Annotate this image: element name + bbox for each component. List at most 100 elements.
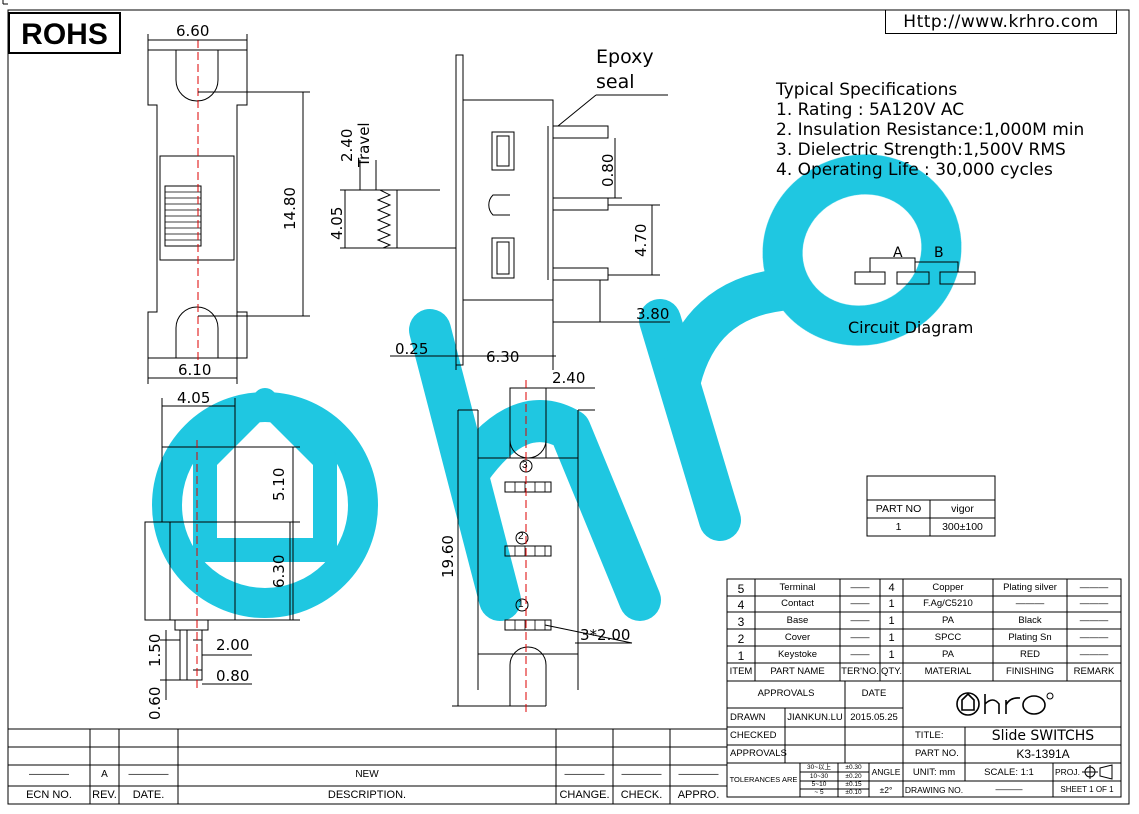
rev-header-appro: APPRO. bbox=[677, 789, 720, 801]
spec-item-3: 3. Dielectric Strength:1,500V RMS bbox=[776, 140, 1066, 160]
dim-4-05-b: 4.05 bbox=[177, 389, 211, 407]
tol-value-4: ±0.10 bbox=[845, 789, 862, 796]
dim-5-10: 5.10 bbox=[270, 467, 288, 501]
bom-item-5: 5 bbox=[737, 582, 745, 596]
bottom-view bbox=[452, 380, 633, 712]
bom-item-4: 4 bbox=[737, 598, 745, 612]
terminal-number-1: 1 bbox=[518, 599, 524, 610]
dim-0-80-b: 0.80 bbox=[216, 667, 250, 685]
bom-remark-2: ——— bbox=[1079, 632, 1109, 643]
dim-6-60: 6.60 bbox=[176, 22, 210, 40]
force-row-vigor: 300±100 bbox=[942, 521, 983, 533]
drawing-no-label: DRAWING NO. bbox=[904, 785, 964, 795]
travel-label: Travel bbox=[355, 122, 373, 167]
scale-label: SCALE: 1:1 bbox=[984, 767, 1034, 778]
bom-item-2: 2 bbox=[737, 632, 745, 646]
rev-header-ecn: ECN NO. bbox=[26, 789, 72, 801]
dim-1-50: 1.50 bbox=[146, 633, 164, 667]
circuit-caption: Circuit Diagram bbox=[848, 318, 974, 337]
spec-item-4: 4. Operating Life : 30,000 cycles bbox=[776, 160, 1053, 180]
bom-ter-5: —— bbox=[850, 582, 870, 593]
rohs-badge: ROHS bbox=[8, 12, 121, 54]
bom-remark-5: ——— bbox=[1079, 582, 1109, 593]
bom-finishing-4: ——— bbox=[1015, 598, 1045, 609]
title-label: TITLE: bbox=[915, 730, 944, 741]
rev-header-rev: REV. bbox=[92, 789, 117, 801]
bom-qty-3: 1 bbox=[888, 615, 895, 627]
circuit-diagram bbox=[854, 257, 976, 285]
drawn-label: DRAWN bbox=[730, 712, 766, 723]
angle-label: ANGLE bbox=[871, 767, 901, 777]
bom-ter-2: —— bbox=[850, 632, 870, 643]
bom-qty-5: 4 bbox=[888, 582, 895, 594]
website-url: Http://www.krhro.com bbox=[885, 10, 1117, 34]
bom-material-1: PA bbox=[942, 649, 954, 660]
circuit-label-a: A bbox=[893, 245, 903, 261]
bom-name-3: Base bbox=[786, 615, 809, 626]
dim-0-25: 0.25 bbox=[395, 340, 429, 358]
tol-range-4: ~ 5 bbox=[814, 789, 824, 796]
unit-label: UNIT: mm bbox=[912, 767, 956, 778]
bom-ter-1: —— bbox=[850, 649, 870, 660]
dim-0-60: 0.60 bbox=[146, 686, 164, 720]
proj-label: PROJ. bbox=[1055, 767, 1081, 777]
force-row-part: 1 bbox=[895, 521, 902, 533]
dim-3-80: 3.80 bbox=[636, 305, 670, 323]
proj-symbol-icon bbox=[1082, 764, 1113, 780]
angle-value: ±2° bbox=[879, 785, 893, 795]
drawing-title: Slide SWITCHS bbox=[991, 728, 1095, 744]
bom-header-item: ITEM bbox=[729, 666, 753, 677]
bom-finishing-5: Plating silver bbox=[1003, 582, 1057, 593]
spec-title: Typical Specifications bbox=[776, 80, 958, 100]
rev-description: NEW bbox=[355, 769, 379, 780]
rev-appro: ———— bbox=[678, 769, 719, 780]
front-view bbox=[144, 398, 300, 700]
tol-range-3: 5~10 bbox=[811, 781, 827, 788]
dim-6-30: 6.30 bbox=[486, 348, 520, 366]
bom-ter-4: —— bbox=[850, 598, 870, 609]
bom-qty-1: 1 bbox=[888, 649, 895, 661]
rev-date: ———— bbox=[128, 769, 169, 780]
rev-letter: A bbox=[101, 769, 108, 780]
part-no-value: K3-1391A bbox=[1016, 747, 1070, 761]
bom-header-remark: REMARK bbox=[1073, 666, 1115, 677]
part-no-label: PART NO. bbox=[915, 748, 959, 759]
force-table bbox=[866, 475, 996, 537]
dim-14-80: 14.80 bbox=[281, 187, 299, 230]
date-label: DATE bbox=[861, 688, 887, 699]
bom-qty-2: 1 bbox=[888, 632, 895, 644]
bom-remark-1: ——— bbox=[1079, 649, 1109, 660]
sheet-label: SHEET 1 OF 1 bbox=[1060, 785, 1114, 794]
bom-item-3: 3 bbox=[737, 615, 745, 629]
sheet-border bbox=[7, 9, 1130, 805]
tol-value-1: ±0.30 bbox=[845, 764, 862, 771]
title-block-grid bbox=[726, 578, 1122, 798]
bom-header-ter-no: TER'NO. bbox=[841, 666, 879, 677]
bom-name-4: Contact bbox=[781, 598, 814, 609]
bom-remark-3: ——— bbox=[1079, 615, 1109, 626]
bom-header-qty: QTY. bbox=[881, 666, 902, 677]
checked-label: CHECKED bbox=[730, 730, 777, 741]
bom-item-1: 1 bbox=[737, 649, 745, 663]
bom-material-5: Copper bbox=[932, 582, 964, 593]
tol-range-1: 30~以上 bbox=[806, 764, 832, 771]
tol-range-2: 10~30 bbox=[809, 773, 829, 780]
bom-material-3: PA bbox=[942, 615, 954, 626]
bom-finishing-2: Plating Sn bbox=[1008, 632, 1052, 643]
dim-4-70: 4.70 bbox=[632, 223, 650, 257]
drawing-no-value: ——— bbox=[995, 784, 1023, 794]
terminal-number-3: 3 bbox=[522, 460, 528, 471]
bom-finishing-3: Black bbox=[1018, 615, 1042, 626]
rev-ecn: ———— bbox=[29, 769, 69, 780]
force-header-vigor: vigor bbox=[951, 503, 974, 515]
hro-watermark bbox=[152, 154, 962, 621]
approvals-label: APPROVALS bbox=[757, 688, 815, 699]
bom-material-2: SPCC bbox=[934, 632, 962, 643]
bom-name-5: Terminal bbox=[779, 582, 816, 593]
bom-name-1: Keystoke bbox=[777, 649, 818, 660]
tol-value-2: ±0.20 bbox=[845, 773, 862, 780]
side-view bbox=[340, 54, 670, 370]
bom-name-2: Cover bbox=[784, 632, 811, 643]
dim-0-80: 0.80 bbox=[599, 153, 617, 187]
